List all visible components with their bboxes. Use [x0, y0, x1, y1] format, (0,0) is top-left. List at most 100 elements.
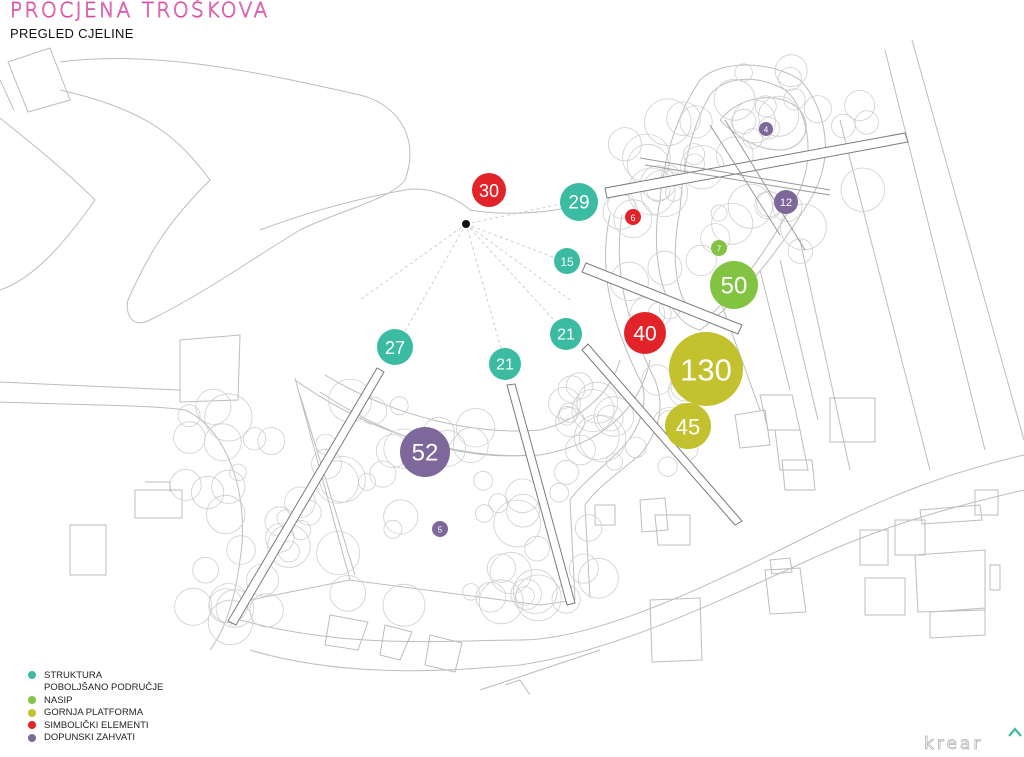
tree-circle [206, 494, 246, 535]
marker-value: 12 [780, 197, 792, 209]
tree-circle [597, 405, 624, 432]
tree-circle [607, 127, 642, 162]
tree-circle [647, 250, 683, 286]
marker-circle [669, 332, 743, 406]
marker-value: 130 [680, 353, 732, 388]
tree-circle [369, 460, 397, 488]
marker-value: 30 [479, 181, 499, 201]
tree-circle [685, 244, 717, 277]
legend-label: NASIP [44, 694, 73, 706]
marker-value: 45 [676, 415, 700, 440]
tree-circle [555, 407, 585, 437]
tree-circle [565, 434, 596, 466]
marker-value: 7 [717, 245, 722, 254]
tree-circle [169, 468, 202, 501]
marker-value: 27 [385, 338, 405, 358]
marker-value: 50 [721, 273, 748, 300]
tree-circle [192, 556, 219, 584]
tree-circle [506, 493, 540, 528]
tree-circle [568, 553, 599, 584]
tree-circle [734, 63, 753, 82]
cost-marker: 21 [489, 348, 521, 380]
marker-value: 52 [412, 440, 439, 467]
marker-value: 21 [557, 327, 575, 344]
legend-dot-icon [28, 721, 36, 730]
tree-circle [249, 593, 284, 628]
tree-circle [557, 406, 577, 426]
walkways [227, 119, 909, 626]
tree-circle [316, 531, 361, 576]
legend-item: SIMBOLIČKI ELEMENTI [28, 719, 163, 732]
cost-marker: 130 [669, 332, 743, 406]
legend-dot-icon [28, 684, 36, 692]
cost-marker: 27 [377, 329, 413, 365]
tree-circle [229, 463, 247, 482]
tree-circle [713, 78, 756, 121]
cost-marker: 45 [665, 403, 711, 449]
tree-circle [710, 204, 728, 222]
tree-circle [754, 95, 777, 118]
tree-circle [758, 95, 800, 137]
cost-marker: 29 [560, 183, 598, 221]
tree-circle [565, 372, 594, 400]
tree-circle [257, 427, 286, 455]
tree-circle [473, 470, 493, 491]
legend-item: NASIP [28, 694, 163, 707]
cost-marker: 4 [759, 122, 773, 136]
tree-circle [211, 469, 246, 504]
marker-circle [550, 318, 582, 350]
tree-circle [549, 482, 569, 503]
tree-circle [731, 108, 757, 135]
tree-circle [515, 586, 535, 606]
marker-circle [489, 348, 521, 380]
legend-dot-icon [28, 708, 36, 717]
legend-dot-icon [28, 733, 36, 742]
cost-marker: 15 [554, 248, 580, 274]
tree-circle [215, 589, 255, 628]
tree-circle [780, 203, 827, 251]
tree-circle [329, 574, 367, 612]
krear-logo: krear [924, 734, 984, 755]
chevron-up-icon [1008, 727, 1022, 737]
tree-circle [640, 169, 688, 217]
marker-circle [432, 521, 448, 537]
marker-circle [560, 183, 598, 221]
cost-marker: 40 [624, 312, 666, 354]
legend-label: DOPUNSKI ZAHVATI [44, 732, 135, 744]
page-subtitle: PREGLED CJELINE [10, 26, 134, 41]
tree-circle [787, 238, 814, 264]
tree-circle [510, 578, 542, 610]
tree-circle [727, 183, 773, 229]
tree-circle [683, 143, 705, 166]
legend-dot-icon [28, 696, 36, 705]
marker-value: 4 [764, 126, 769, 135]
tree-circle [803, 95, 832, 124]
tree-circle [679, 105, 713, 139]
tree-circle [593, 396, 634, 437]
marker-circle [710, 261, 758, 309]
tree-circle [559, 402, 580, 423]
legend-item: GORNJA PLATFORMA [28, 707, 163, 720]
legend-label: SIMBOLIČKI ELEMENTI [44, 719, 149, 731]
marker-value: 15 [560, 255, 574, 269]
tree-circle [311, 448, 342, 480]
marker-circle [554, 248, 580, 274]
tree-circle [578, 557, 619, 599]
tree-circle [383, 519, 403, 539]
tree-circle [625, 436, 647, 459]
tree-circle [571, 389, 615, 433]
tree-circle [389, 396, 409, 416]
cost-marker: 21 [550, 318, 582, 350]
tree-circle [462, 583, 480, 601]
tree-circle [265, 523, 295, 553]
cost-marker: 5 [432, 521, 448, 537]
tree-circle [242, 427, 267, 451]
legend-item: DOPUNSKI ZAHVATI [28, 732, 163, 745]
tree-circle [226, 535, 256, 565]
viewpoint-dot [462, 220, 470, 228]
tree-circle [554, 459, 579, 485]
tree-circle [840, 167, 885, 212]
tree-circle [524, 535, 550, 562]
tree-circle [475, 504, 494, 523]
